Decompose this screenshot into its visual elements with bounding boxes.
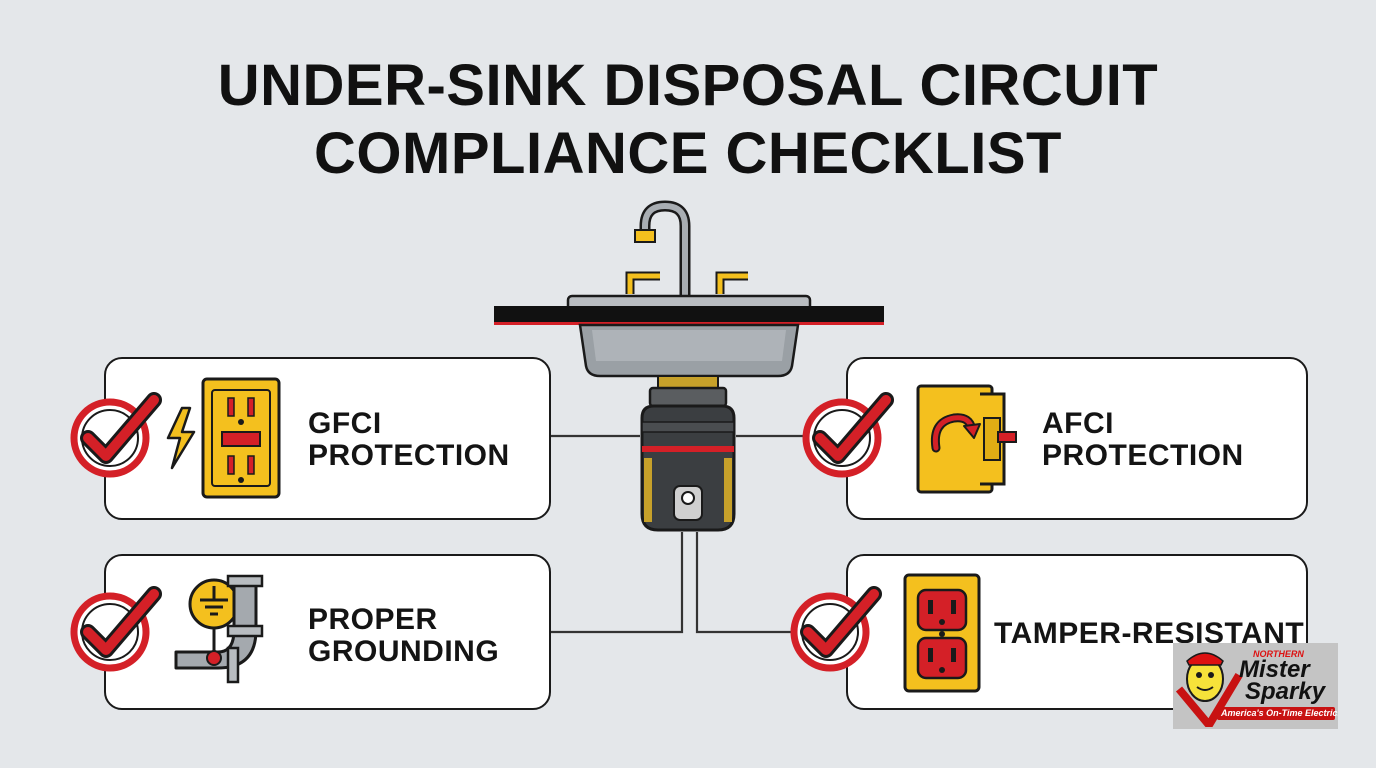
logo-name-line-2: Sparky	[1245, 678, 1326, 705]
title-line-1: UNDER-SINK DISPOSAL CIRCUIT	[217, 53, 1159, 118]
afci-label-line-1: AFCI	[1042, 407, 1114, 440]
gfci-label: GFCI PROTECTION	[308, 408, 510, 472]
mascot-bulb-icon	[1175, 652, 1243, 727]
gfci-label-line-2: PROTECTION	[308, 439, 510, 472]
ground-pipe-icon	[174, 574, 264, 684]
afci-label: AFCI PROTECTION	[1042, 408, 1244, 472]
afci-label-line-2: PROTECTION	[1042, 439, 1244, 472]
grounding-label-line-2: GROUNDING	[308, 635, 500, 668]
check-icon	[70, 586, 162, 672]
mister-sparky-logo: NORTHERN Mister Sparky America's On-Time…	[1173, 643, 1338, 729]
logo-tagline: America's On-Time Electrician	[1221, 708, 1338, 718]
check-icon	[790, 586, 882, 672]
checklist-card-grounding	[104, 554, 551, 710]
grounding-label-line-1: PROPER	[308, 603, 438, 636]
page-title: UNDER-SINK DISPOSAL CIRCUIT COMPLIANCE C…	[0, 52, 1376, 188]
grounding-label: PROPER GROUNDING	[308, 604, 499, 668]
title-line-2: COMPLIANCE CHECKLIST	[314, 121, 1062, 186]
sink-disposal-icon	[494, 200, 884, 532]
afci-breaker-icon	[916, 384, 1017, 494]
tamper-resistant-outlet-icon	[903, 573, 981, 693]
gfci-outlet-icon	[166, 377, 281, 499]
logo-name-line-1: Mister	[1239, 656, 1310, 683]
check-icon	[70, 392, 162, 478]
logo-tagline-bar	[1217, 707, 1335, 720]
check-icon	[802, 392, 894, 478]
gfci-label-line-1: GFCI	[308, 407, 382, 440]
logo-region: NORTHERN	[1253, 649, 1304, 659]
